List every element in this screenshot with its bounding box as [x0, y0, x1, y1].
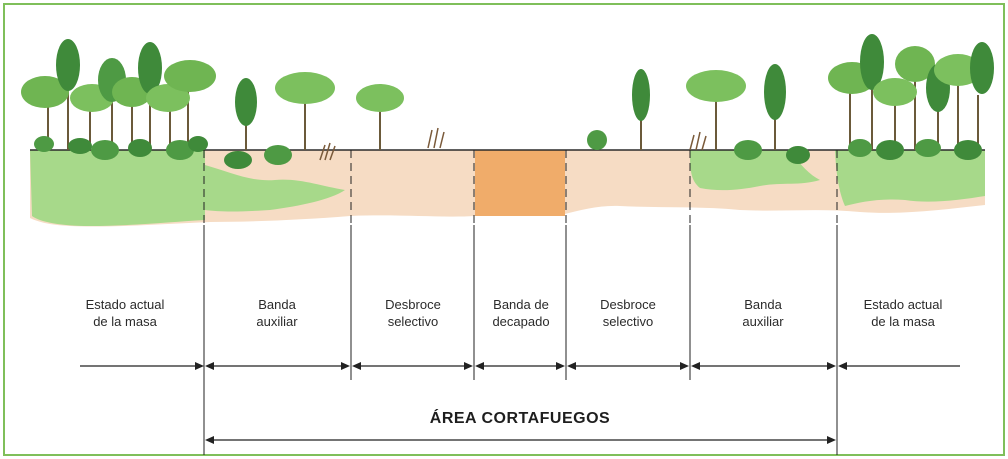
- tree-canopy: [970, 42, 994, 94]
- left-aux-vegetation: [205, 165, 345, 212]
- tree-canopy: [146, 84, 190, 112]
- shrub: [128, 139, 152, 157]
- shrub: [188, 136, 208, 152]
- right-desbroce-trees: [587, 69, 650, 150]
- shrub: [734, 140, 762, 160]
- tree-canopy: [356, 84, 404, 112]
- arrowhead: [475, 362, 484, 370]
- tree-canopy: [275, 72, 335, 104]
- arrowhead: [205, 362, 214, 370]
- shrub: [166, 140, 194, 160]
- decapado-band: [475, 150, 565, 216]
- tree-canopy: [860, 34, 884, 90]
- arrowhead: [556, 362, 565, 370]
- shrub: [848, 139, 872, 157]
- tree-canopy: [164, 60, 216, 92]
- tree-canopy: [686, 70, 746, 102]
- zone-label-banda-decapado: Banda de decapado: [492, 297, 550, 329]
- right-vegetation-ground: [835, 150, 985, 206]
- tree-canopy: [934, 54, 982, 86]
- left-vegetation-ground: [30, 150, 205, 226]
- tree-canopy: [138, 42, 162, 94]
- arrowhead: [195, 362, 204, 370]
- right-aux-trees: [686, 64, 810, 164]
- left-forest: [21, 39, 216, 160]
- left-desbroce-trees: [356, 84, 445, 150]
- shrub: [876, 140, 904, 160]
- tree-canopy: [21, 76, 69, 108]
- shrub: [264, 145, 292, 165]
- left-aux-trees: [224, 72, 336, 169]
- arrowhead: [464, 362, 473, 370]
- cortafuegos-arrow: [205, 436, 836, 444]
- tree-canopy: [632, 69, 650, 121]
- tree-canopy: [56, 39, 80, 91]
- shrub: [34, 136, 54, 152]
- arrowhead: [680, 362, 689, 370]
- tree-canopy: [235, 78, 257, 126]
- zone-label-desbroce-left: Desbroce selectivo: [385, 297, 441, 329]
- right-forest: [828, 34, 994, 160]
- shrub: [68, 138, 92, 154]
- tree-canopy: [895, 46, 935, 82]
- shrub: [91, 140, 119, 160]
- zone-label-desbroce-right: Desbroce selectivo: [600, 297, 656, 329]
- zone-arrows: [80, 362, 960, 370]
- arrowhead: [827, 362, 836, 370]
- arrowhead: [205, 436, 214, 444]
- zone-dividers: [203, 150, 838, 455]
- area-cortafuegos-title: ÁREA CORTAFUEGOS: [429, 410, 611, 427]
- arrowhead: [838, 362, 847, 370]
- right-aux-vegetation: [690, 150, 820, 191]
- grass-tuft: [689, 131, 707, 151]
- zone-label-estado-actual-right: Estado actual de la masa: [863, 297, 943, 329]
- arrowhead: [341, 362, 350, 370]
- zone-label-banda-auxiliar-right: Banda auxiliar: [742, 297, 784, 329]
- zone-label-estado-actual-left: Estado actual de la masa: [85, 297, 165, 329]
- shrub: [954, 140, 982, 160]
- shrub: [915, 139, 941, 157]
- grass-tuft: [319, 142, 336, 161]
- grass-tuft: [427, 127, 445, 149]
- arrowhead: [691, 362, 700, 370]
- arrowhead: [827, 436, 836, 444]
- arrowhead: [352, 362, 361, 370]
- arrowhead: [567, 362, 576, 370]
- zone-label-banda-auxiliar-left: Banda auxiliar: [256, 297, 298, 329]
- shrub: [224, 151, 252, 169]
- tree-canopy: [764, 64, 786, 120]
- shrub: [587, 130, 607, 150]
- tree-canopy: [873, 78, 917, 106]
- ground-profile: [30, 149, 985, 227]
- shrub: [786, 146, 810, 164]
